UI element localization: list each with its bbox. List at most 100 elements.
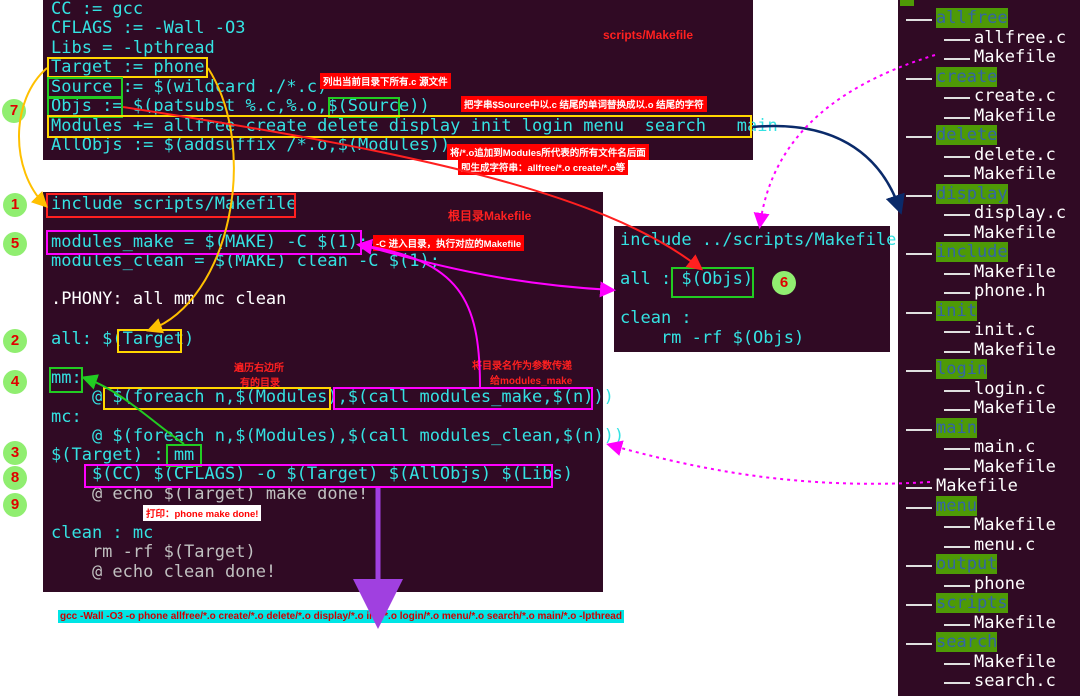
tree-file-Makefile[interactable]: Makefile	[974, 515, 1056, 535]
tree-file-Makefile[interactable]: Makefile	[974, 164, 1056, 184]
tree-branch	[906, 643, 932, 645]
tree-branch	[906, 136, 932, 138]
tree-file-Makefile[interactable]: Makefile	[974, 105, 1056, 126]
tree-dir-include[interactable]: include	[936, 242, 1008, 262]
tree-dir-login[interactable]: login	[936, 359, 988, 379]
gcc-line-box	[84, 464, 553, 488]
code-line-cc: CC := gcc	[51, 0, 144, 19]
modules-make-box	[46, 230, 362, 255]
tree-dir-create[interactable]: create	[936, 66, 998, 87]
tree-branch	[944, 623, 970, 626]
tree-file-Makefile[interactable]: Makefile	[936, 476, 1018, 496]
tree-file-display-c[interactable]: display.c	[974, 203, 1067, 223]
sub-objs-box	[671, 267, 754, 298]
root-line-clean-echo: @ echo clean done!	[51, 562, 277, 582]
modules-box	[47, 115, 752, 138]
result-command: gcc -Wall -O3 -o phone allfree/*.o creat…	[58, 610, 624, 623]
step-4: 4	[3, 370, 27, 394]
root-makefile-title: 根目录Makefile	[448, 209, 532, 223]
tree-file-menu-c[interactable]: menu.c	[974, 534, 1036, 555]
tree-branch	[906, 19, 932, 21]
tree-dir-delete[interactable]: delete	[936, 125, 998, 145]
root-line-mc-foreach: @ $(foreach n,$(Modules),$(call modules_…	[51, 426, 625, 446]
step-3: 3	[3, 441, 27, 465]
tree-file-create-c[interactable]: create.c	[974, 86, 1056, 106]
tree-dir-output[interactable]: output	[936, 554, 998, 574]
tree-file-login-c[interactable]: login.c	[974, 378, 1046, 399]
tree-dir-search[interactable]: search	[936, 632, 998, 652]
tree-file-Makefile[interactable]: Makefile	[974, 398, 1056, 418]
root-line-mm: mm:	[51, 368, 82, 388]
allobjs-note-2: 即生成字符串：allfree/*.o create/*.o等	[458, 159, 629, 175]
tree-branch	[906, 506, 932, 509]
step-9: 9	[3, 493, 27, 517]
root-line-rm: rm -rf $(Target)	[51, 542, 256, 562]
root-line-gcc: $(CC) $(CFLAGS) -o $(Target) $(AllObjs) …	[51, 464, 573, 484]
foreach-box	[103, 387, 331, 410]
step-8: 8	[3, 466, 27, 490]
arrow-navy-modules	[752, 124, 905, 215]
step-1: 1	[3, 193, 27, 217]
tree-branch	[944, 409, 970, 411]
step-6: 6	[772, 271, 796, 295]
tree-branch	[944, 467, 970, 470]
tree-dir-main[interactable]: main	[936, 417, 977, 438]
tree-dir-init[interactable]: init	[936, 300, 977, 321]
step-7: 7	[2, 99, 26, 123]
code-line-allobjs: AllObjs := $(addsuffix /*.o,$(Modules))	[51, 135, 451, 155]
objs-box	[47, 97, 123, 118]
tree-file-Makefile[interactable]: Makefile	[974, 339, 1056, 360]
tree-branch	[906, 604, 932, 606]
tree-file-Makefile[interactable]: Makefile	[974, 456, 1056, 477]
code-line-cflags: CFLAGS := -Wall -O3	[51, 18, 246, 38]
tree-file-allfree-c[interactable]: allfree.c	[974, 27, 1067, 48]
tree-branch	[944, 350, 970, 353]
tree-file-main-c[interactable]: main.c	[974, 437, 1036, 457]
c-note: -C 进入目录，执行对应的Makefile	[373, 235, 525, 251]
iter-note-2: 有的目录	[240, 378, 280, 389]
tree-file-phone[interactable]: phone	[974, 573, 1026, 594]
tree-dir-scripts[interactable]: scripts	[936, 593, 1008, 613]
tree-branch	[944, 97, 970, 99]
tree-branch	[906, 253, 932, 255]
tree-branch	[944, 682, 970, 684]
tree-branch	[944, 662, 970, 665]
call-box	[333, 387, 593, 410]
tree-branch	[944, 38, 970, 41]
tree-branch	[944, 331, 970, 333]
tree-file-Makefile[interactable]: Makefile	[974, 261, 1056, 282]
source-note: 列出当前目录下所有.c 源文件	[320, 73, 451, 89]
root-line-echo: @ echo $(Target) make done!	[51, 484, 369, 504]
iter-note-1: 遍历右边所	[234, 363, 284, 374]
tree-branch	[906, 194, 932, 197]
tree-dir-menu[interactable]: menu	[936, 495, 977, 516]
tree-branch	[906, 77, 932, 80]
tree-file-Makefile[interactable]: Makefile	[974, 47, 1056, 67]
target-box	[47, 57, 208, 78]
objs-note: 把字串$Source中以.c 结尾的单词替换成以.o 结尾的字符	[461, 96, 707, 112]
root-line-phony: .PHONY: all mm mc clean	[51, 289, 287, 309]
include-box	[46, 193, 296, 218]
tree-file-init-c[interactable]: init.c	[974, 320, 1036, 340]
root-line-mc: mc:	[51, 407, 82, 427]
tree-dir-display[interactable]: display	[936, 183, 1008, 204]
sub-line-include: include ../scripts/Makefile	[620, 230, 897, 250]
tree-file-search-c[interactable]: search.c	[974, 671, 1056, 691]
tree-file-Makefile[interactable]: Makefile	[974, 651, 1056, 672]
tree-branch	[944, 175, 970, 177]
tree-file-delete-c[interactable]: delete.c	[974, 144, 1056, 165]
source-box	[47, 77, 123, 98]
tree-branch	[944, 545, 970, 548]
code-line-libs: Libs = -lpthread	[51, 38, 215, 58]
tree-dir-allfree[interactable]: allfree	[936, 8, 1008, 28]
scripts-makefile-title: scripts/Makefile	[603, 28, 694, 42]
tree-file-phone-h[interactable]: phone.h	[974, 281, 1046, 301]
tree-branch	[906, 370, 932, 372]
sub-line-rm: rm -rf $(Objs)	[620, 328, 805, 348]
all-target-box	[117, 329, 182, 353]
tree-file-Makefile[interactable]: Makefile	[974, 222, 1056, 243]
allobjs-note-1: 将/*.o追加到Modules所代表的所有文件名后面	[447, 144, 649, 160]
tree-file-Makefile[interactable]: Makefile	[974, 612, 1056, 633]
print-note: 打印：phone make done!	[143, 505, 262, 521]
